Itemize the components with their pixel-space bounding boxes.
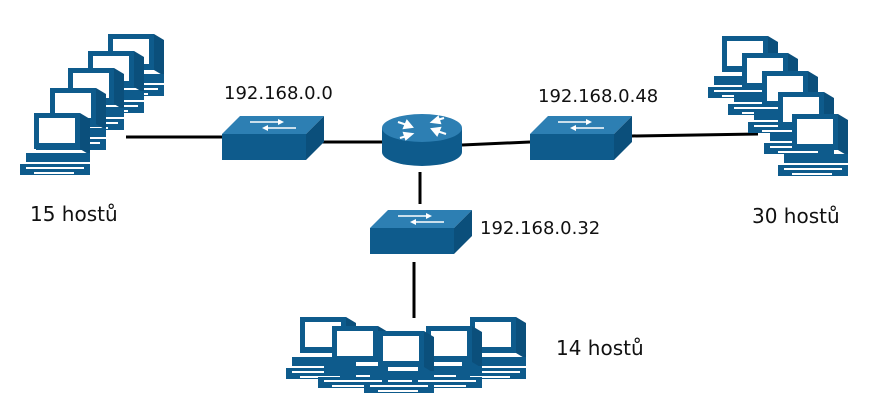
switch-icon [529, 115, 633, 161]
network-address-right: 192.168.0.48 [538, 86, 659, 107]
switch-icon [369, 209, 473, 255]
network-address-bottom: 192.168.0.32 [480, 218, 601, 239]
host-count-right: 30 hostů [752, 204, 840, 228]
switch-icon [221, 115, 325, 161]
workstation-icon [20, 34, 164, 175]
links [126, 132, 759, 318]
workstation-icon [708, 36, 848, 176]
router-icon [382, 114, 462, 166]
link-router-right-switch [461, 140, 531, 147]
workstation-icon [286, 317, 526, 393]
host-count-bottom: 14 hostů [556, 336, 644, 360]
host-count-left: 15 hostů [30, 202, 118, 226]
link-right-switch-hosts [631, 132, 759, 138]
network-address-left: 192.168.0.0 [224, 83, 333, 104]
